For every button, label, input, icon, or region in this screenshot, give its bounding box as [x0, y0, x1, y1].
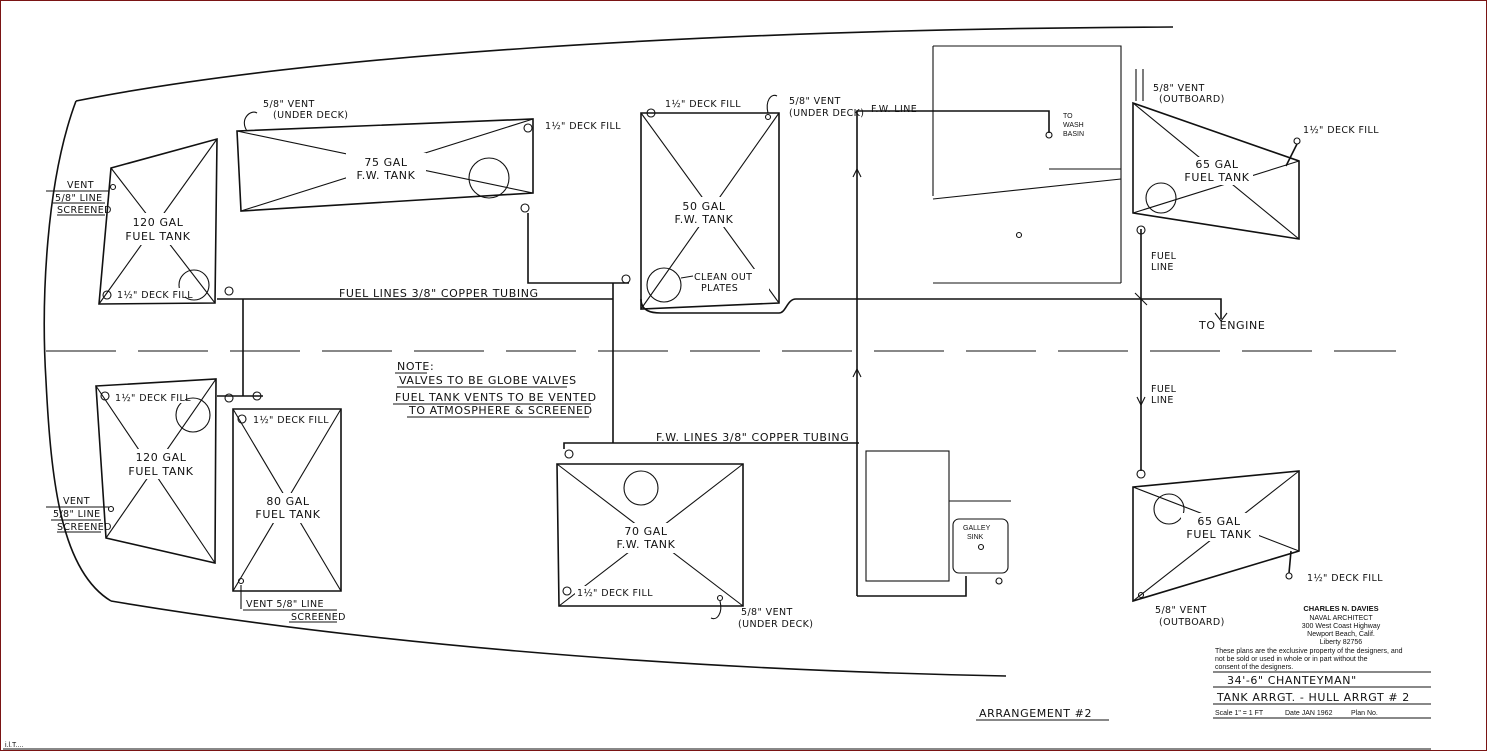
cabin-structure	[865, 45, 1144, 582]
tank-type: FUEL TANK	[128, 465, 193, 478]
svg-text:1½" DECK FILL: 1½" DECK FILL	[1303, 125, 1379, 136]
svg-text:LINE: LINE	[1151, 262, 1174, 273]
svg-text:(UNDER DECK): (UNDER DECK)	[738, 619, 813, 630]
tank-capacity: 65 GAL	[1197, 515, 1241, 528]
fw-tank-50: 50 GAL F.W. TANK 1½" DECK FILL 5/8" VENT…	[640, 94, 864, 310]
fw-tank-75: 75 GAL F.W. TANK 5/8" VENT (UNDER DECK) …	[236, 99, 621, 212]
svg-text:FUEL TANK VENTS TO BE VENTED: FUEL TANK VENTS TO BE VENTED	[395, 391, 597, 404]
svg-text:NOTE:: NOTE:	[397, 360, 434, 373]
vent-note-port: VENT 5/8" LINE SCREENED	[46, 496, 112, 533]
svg-text:CHARLES N. DAVIES: CHARLES N. DAVIES	[1303, 604, 1378, 613]
tank-type: F.W. TANK	[675, 213, 734, 226]
svg-text:GALLEY: GALLEY	[963, 525, 991, 532]
svg-text:5/8" VENT: 5/8" VENT	[789, 96, 841, 107]
tank-capacity: 120 GAL	[133, 216, 184, 229]
fuel-tank-65-stbd: 65 GAL FUEL TANK 5/8" VENT (OUTBOARD) 1½…	[1132, 83, 1379, 240]
title-block: CHARLES N. DAVIES NAVAL ARCHITECT 300 We…	[1213, 604, 1431, 719]
svg-text:(UNDER DECK): (UNDER DECK)	[273, 110, 348, 121]
svg-text:TO ATMOSPHERE & SCREENED: TO ATMOSPHERE & SCREENED	[408, 404, 593, 417]
svg-text:SCREENED: SCREENED	[57, 522, 112, 533]
fuel-tank-65-port: 65 GAL FUEL TANK 5/8" VENT (OUTBOARD) 1½…	[1132, 470, 1383, 628]
fw-lines-label: F.W. LINES 3/8" COPPER TUBING	[656, 431, 849, 444]
svg-text:WASH: WASH	[1063, 122, 1084, 129]
tank-capacity: 75 GAL	[364, 156, 408, 169]
fuel-tank-120-stbd: 120 GAL FUEL TANK 1½" DECK FILL	[98, 137, 218, 305]
to-engine-label: TO ENGINE	[1198, 319, 1265, 332]
svg-text:Plan No.: Plan No.	[1351, 710, 1378, 717]
svg-text:consent of the designers.: consent of the designers.	[1215, 664, 1293, 671]
svg-text:LINE: LINE	[1151, 395, 1174, 406]
svg-text:NAVAL ARCHITECT: NAVAL ARCHITECT	[1309, 615, 1373, 622]
svg-text:SCREENED: SCREENED	[291, 612, 346, 623]
svg-text:FUEL: FUEL	[1151, 251, 1177, 262]
svg-text:1½" DECK FILL: 1½" DECK FILL	[253, 415, 329, 426]
vent-note-stbd: VENT 5/8" LINE SCREENED	[46, 180, 112, 216]
svg-text:5/8" VENT: 5/8" VENT	[741, 607, 793, 618]
hull-outline	[3, 26, 1431, 750]
svg-text:5/8" VENT: 5/8" VENT	[1153, 83, 1205, 94]
tank-type: FUEL TANK	[125, 230, 190, 243]
svg-text:(UNDER DECK): (UNDER DECK)	[789, 108, 864, 119]
svg-text:CLEAN OUT: CLEAN OUT	[694, 272, 752, 283]
svg-text:(OUTBOARD): (OUTBOARD)	[1159, 94, 1225, 105]
boat-name: 34'-6" CHANTEYMAN"	[1227, 674, 1357, 687]
tank-type: FUEL TANK	[1184, 171, 1249, 184]
fuel-lines-label: FUEL LINES 3/8" COPPER TUBING	[339, 287, 539, 300]
svg-text:5/8" LINE: 5/8" LINE	[55, 193, 102, 204]
svg-text:VENT: VENT	[63, 496, 90, 507]
svg-text:5/8" VENT: 5/8" VENT	[1155, 605, 1207, 616]
valve-note: NOTE: VALVES TO BE GLOBE VALVES FUEL TAN…	[393, 360, 597, 418]
svg-text:BASIN: BASIN	[1063, 131, 1084, 138]
tank-type: F.W. TANK	[617, 538, 676, 551]
svg-text:VALVES TO BE GLOBE VALVES: VALVES TO BE GLOBE VALVES	[399, 374, 577, 387]
svg-text:1½" DECK FILL: 1½" DECK FILL	[577, 588, 653, 599]
svg-text:F.W. LINE: F.W. LINE	[871, 104, 917, 115]
svg-text:PLATES: PLATES	[701, 283, 738, 294]
tank-capacity: 65 GAL	[1195, 158, 1239, 171]
svg-text:Newport Beach, Calif.: Newport Beach, Calif.	[1307, 631, 1375, 638]
fuel-tank-120-port: 120 GAL FUEL TANK 1½" DECK FILL	[95, 378, 217, 565]
svg-text:These plans are the exclusive: These plans are the exclusive property o…	[1215, 648, 1403, 655]
tank-capacity: 80 GAL	[266, 495, 310, 508]
fuel-tank-80: 1½" DECK FILL 80 GAL FUEL TANK VENT 5/8"…	[232, 408, 346, 623]
deck-fill-label: 1½" DECK FILL	[117, 290, 193, 301]
tank-type: FUEL TANK	[1186, 528, 1251, 541]
svg-text:Date JAN 1962: Date JAN 1962	[1285, 710, 1333, 717]
svg-text:1½" DECK FILL: 1½" DECK FILL	[1307, 573, 1383, 584]
tank-capacity: 70 GAL	[624, 525, 668, 538]
svg-text:FUEL: FUEL	[1151, 384, 1177, 395]
fw-tank-70: 70 GAL F.W. TANK 1½" DECK FILL 5/8" VENT…	[556, 463, 813, 630]
tank-type: F.W. TANK	[357, 169, 416, 182]
svg-text:VENT 5/8" LINE: VENT 5/8" LINE	[246, 599, 324, 610]
line-labels: FUEL LINES 3/8" COPPER TUBING F.W. LINES…	[339, 104, 1265, 541]
svg-text:not be sold or used in whole o: not be sold or used in whole or in part …	[1215, 656, 1368, 663]
svg-text:Scale 1" = 1 FT: Scale 1" = 1 FT	[1215, 710, 1264, 717]
svg-text:(OUTBOARD): (OUTBOARD)	[1159, 617, 1225, 628]
svg-text:1½" DECK FILL: 1½" DECK FILL	[115, 393, 191, 404]
svg-text:SINK: SINK	[967, 534, 984, 541]
drawing-title: TANK ARRGT. - HULL ARRGT # 2	[1216, 691, 1410, 704]
tank-capacity: 120 GAL	[136, 451, 187, 464]
svg-text:1½" DECK FILL: 1½" DECK FILL	[545, 121, 621, 132]
arrangement-label: ARRANGEMENT #2	[979, 707, 1092, 720]
piping	[217, 110, 1228, 597]
svg-text:1½" DECK FILL: 1½" DECK FILL	[665, 99, 741, 110]
svg-text:5/8" LINE: 5/8" LINE	[53, 509, 100, 520]
svg-text:SCREENED: SCREENED	[57, 205, 112, 216]
footer-mark: i.l.T....	[5, 742, 23, 749]
tank-capacity: 50 GAL	[682, 200, 726, 213]
svg-text:VENT: VENT	[67, 180, 94, 191]
tank-type: FUEL TANK	[255, 508, 320, 521]
svg-text:Liberty 82756: Liberty 82756	[1320, 639, 1363, 646]
svg-text:5/8" VENT: 5/8" VENT	[263, 99, 315, 110]
svg-text:300 West Coast Highway: 300 West Coast Highway	[1302, 623, 1381, 630]
svg-text:TO: TO	[1063, 113, 1073, 120]
